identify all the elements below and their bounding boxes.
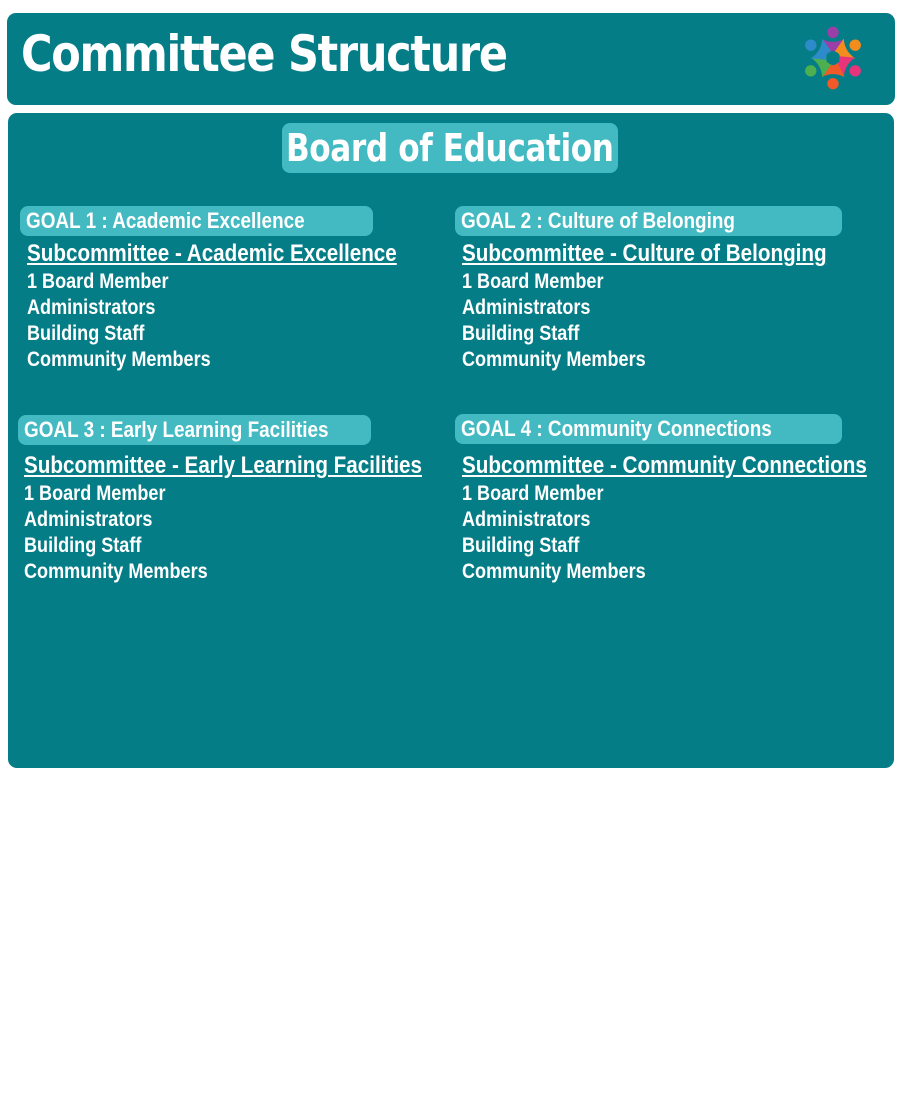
- page-title: Committee Structure: [21, 25, 508, 83]
- goal-pill: GOAL 1 : Academic Excellence: [20, 206, 373, 236]
- header-banner: Committee Structure: [7, 13, 895, 105]
- people-circle-logo-icon: [805, 26, 861, 90]
- subcommittee-title: Subcommittee - Academic Excellence: [27, 240, 397, 267]
- member-item: Building Staff: [462, 322, 580, 345]
- board-title: Board of Education: [286, 126, 614, 170]
- goal-label: GOAL 1 : Academic Excellence: [26, 208, 305, 233]
- member-item: Community Members: [27, 348, 211, 371]
- member-item: Community Members: [462, 348, 646, 371]
- logo-figures: [805, 26, 861, 90]
- member-item: Administrators: [27, 296, 156, 319]
- member-item: Administrators: [462, 508, 591, 531]
- member-item: Building Staff: [24, 534, 142, 557]
- goal-label: GOAL 3 : Early Learning Facilities: [24, 417, 329, 442]
- goal-label: GOAL 2 : Culture of Belonging: [461, 208, 735, 233]
- main-panel: Board of Education GOAL 1 : Academic Exc…: [8, 113, 894, 768]
- goal-block-3: GOAL 3 : Early Learning Facilities Subco…: [18, 415, 487, 585]
- member-list: 1 Board Member Administrators Building S…: [462, 269, 886, 373]
- member-item: 1 Board Member: [24, 482, 166, 505]
- member-item: Administrators: [24, 508, 153, 531]
- member-item: Building Staff: [27, 322, 145, 345]
- goal-pill: GOAL 2 : Culture of Belonging: [455, 206, 842, 236]
- subcommittee-title: Subcommittee - Community Connections: [462, 452, 867, 479]
- goal-label: GOAL 4 : Community Connections: [461, 416, 772, 441]
- goal-pill: GOAL 4 : Community Connections: [455, 414, 842, 444]
- goal-block-2: GOAL 2 : Culture of Belonging Subcommitt…: [455, 206, 886, 373]
- member-list: 1 Board Member Administrators Building S…: [24, 481, 487, 585]
- member-list: 1 Board Member Administrators Building S…: [462, 481, 900, 585]
- member-item: 1 Board Member: [462, 270, 604, 293]
- goal-block-4: GOAL 4 : Community Connections Subcommit…: [455, 414, 900, 585]
- goal-block-1: GOAL 1 : Academic Excellence Subcommitte…: [20, 206, 457, 373]
- member-item: 1 Board Member: [462, 482, 604, 505]
- member-item: Administrators: [462, 296, 591, 319]
- member-item: Community Members: [24, 560, 208, 583]
- member-item: Community Members: [462, 560, 646, 583]
- member-item: 1 Board Member: [27, 270, 169, 293]
- board-heading: Board of Education: [282, 123, 618, 173]
- member-item: Building Staff: [462, 534, 580, 557]
- goal-pill: GOAL 3 : Early Learning Facilities: [18, 415, 371, 445]
- subcommittee-title: Subcommittee - Culture of Belonging: [462, 240, 827, 267]
- member-list: 1 Board Member Administrators Building S…: [27, 269, 457, 373]
- subcommittee-title: Subcommittee - Early Learning Facilities: [24, 452, 423, 479]
